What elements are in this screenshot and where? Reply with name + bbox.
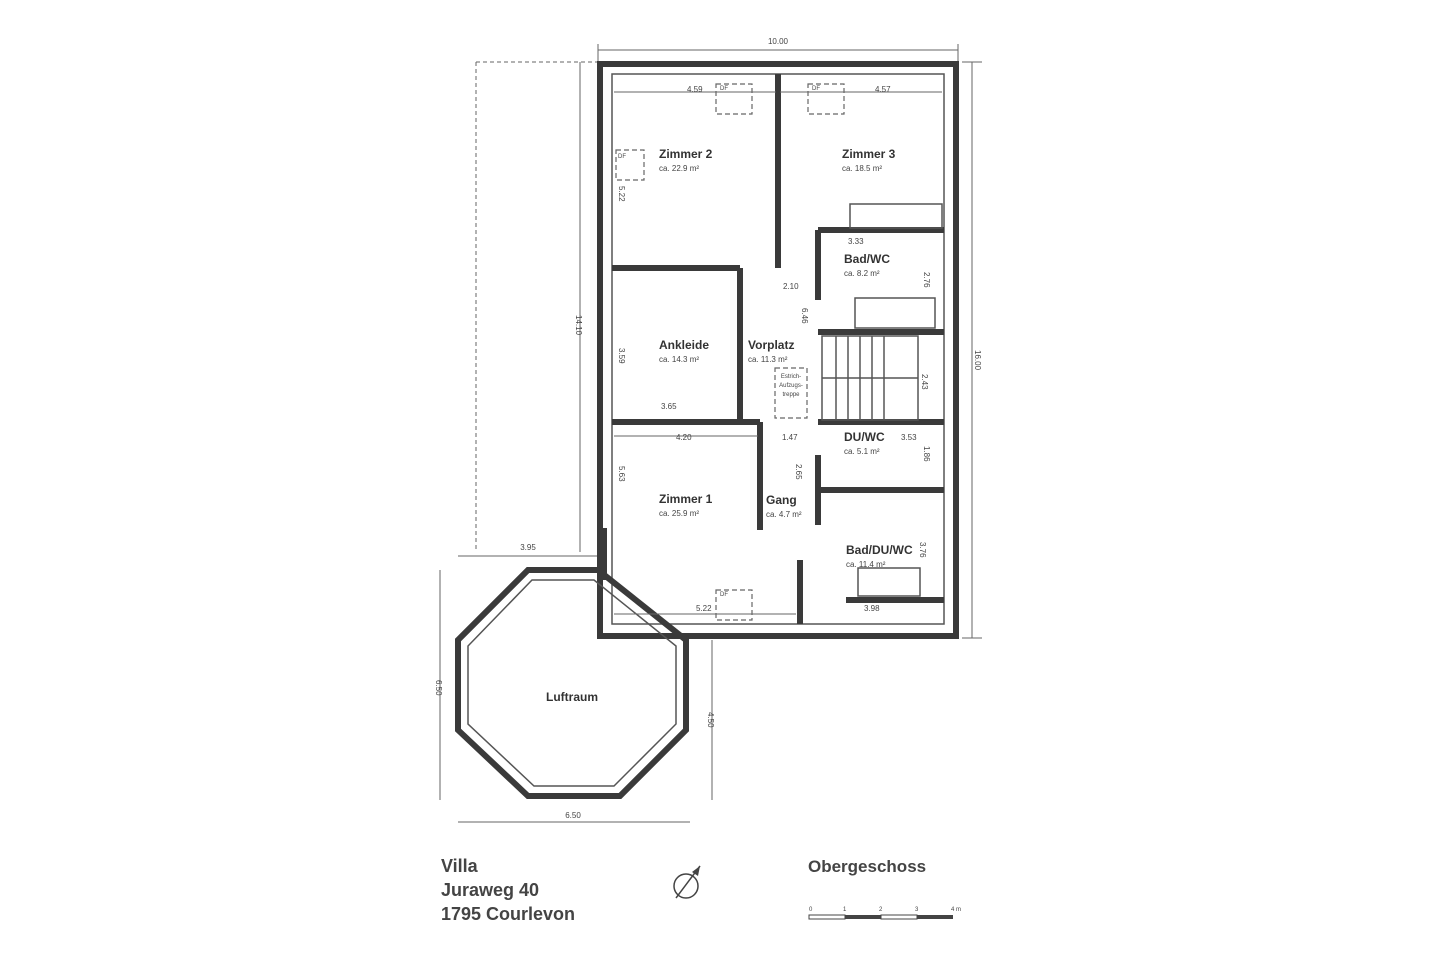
dim: 3.59: [617, 348, 626, 364]
dim-total-width: 10.00: [768, 37, 789, 46]
dim: 4.20: [676, 433, 692, 442]
dim: 3.53: [901, 433, 917, 442]
floor-title: Obergeschoss: [808, 857, 926, 876]
scale-tick: 1: [843, 907, 847, 913]
dim-octagon-height: 6.50: [434, 680, 443, 696]
room-vorplatz-name: Vorplatz: [748, 338, 794, 352]
room-duwc-area: ca. 5.1 m²: [844, 447, 880, 456]
stair-label-3: treppe: [782, 392, 800, 398]
dim-left-depth: 14.10: [574, 315, 583, 336]
dim-octagon-width: 6.50: [565, 811, 581, 820]
dimension-lines: [439, 44, 982, 823]
scale-bar: 0 1 2 3 4 m: [808, 907, 961, 920]
inner-dimensions: 4.59 4.57 5.22 3.33 2.76 2.10 6.46 3.59 …: [614, 85, 942, 615]
room-zimmer2-area: ca. 22.9 m²: [659, 164, 699, 173]
dim: 1.86: [922, 446, 931, 462]
address-line-1: Villa: [441, 856, 479, 876]
dim: 2.10: [783, 282, 799, 291]
dim: 3.98: [864, 604, 880, 613]
stair-label-1: Estrich-: [781, 374, 801, 380]
dim-total-depth: 16.00: [973, 350, 982, 371]
room-ankleide-name: Ankleide: [659, 338, 709, 352]
room-ankleide-area: ca. 14.3 m²: [659, 355, 699, 364]
room-baddu-name: Bad/DU/WC: [846, 543, 913, 557]
stair-label-2: Aufzugs-: [779, 383, 803, 389]
room-baddu-area: ca. 11.4 m²: [846, 560, 886, 569]
skylight-label: DF: [720, 86, 728, 92]
dim-bridge-length: 4.50: [706, 712, 715, 728]
staircase: [774, 335, 919, 421]
dim: 2.65: [794, 464, 803, 480]
dim: 2.43: [920, 374, 929, 390]
dim: 3.65: [661, 402, 677, 411]
room-zimmer3-area: ca. 18.5 m²: [842, 164, 882, 173]
skylight-label: DF: [720, 592, 728, 598]
dim: 5.22: [696, 604, 712, 613]
room-zimmer1-name: Zimmer 1: [659, 492, 713, 506]
dim: 4.59: [687, 85, 703, 94]
dim: 5.63: [617, 466, 626, 482]
dim: 4.57: [875, 85, 891, 94]
dim: 3.76: [918, 542, 927, 558]
scale-unit: m: [956, 907, 961, 913]
skylight-label: DF: [618, 154, 626, 160]
room-zimmer2-name: Zimmer 2: [659, 147, 713, 161]
room-labels: Zimmer 2 ca. 22.9 m² Zimmer 3 ca. 18.5 m…: [546, 147, 913, 704]
room-gang-area: ca. 4.7 m²: [766, 510, 802, 519]
dim: 2.76: [922, 272, 931, 288]
room-badwc-name: Bad/WC: [844, 252, 890, 266]
scale-tick: 0: [809, 907, 813, 913]
room-vorplatz-area: ca. 11.3 m²: [748, 355, 788, 364]
skylight-label: DF: [812, 86, 820, 92]
dim-balcony-offset: 3.95: [520, 543, 536, 552]
scale-tick: 3: [915, 907, 919, 913]
room-badwc-area: ca. 8.2 m²: [844, 269, 880, 278]
address-line-2: Juraweg 40: [441, 880, 539, 900]
dim: 1.47: [782, 433, 798, 442]
dim: 6.46: [800, 308, 809, 324]
north-arrow-icon: [673, 865, 701, 899]
dim: 3.33: [848, 237, 864, 246]
skylights: DF DF DF DF: [615, 83, 845, 621]
scale-tick: 4: [951, 907, 955, 913]
room-zimmer3-name: Zimmer 3: [842, 147, 896, 161]
room-luftraum-name: Luftraum: [546, 690, 598, 704]
room-duwc-name: DU/WC: [844, 430, 885, 444]
scale-tick: 2: [879, 907, 883, 913]
luftraum-balcony: [455, 567, 689, 799]
address-line-3: 1795 Courlevon: [441, 904, 575, 924]
dim: 5.22: [617, 186, 626, 202]
room-zimmer1-area: ca. 25.9 m²: [659, 509, 699, 518]
walls: [597, 61, 959, 639]
room-gang-name: Gang: [766, 493, 797, 507]
